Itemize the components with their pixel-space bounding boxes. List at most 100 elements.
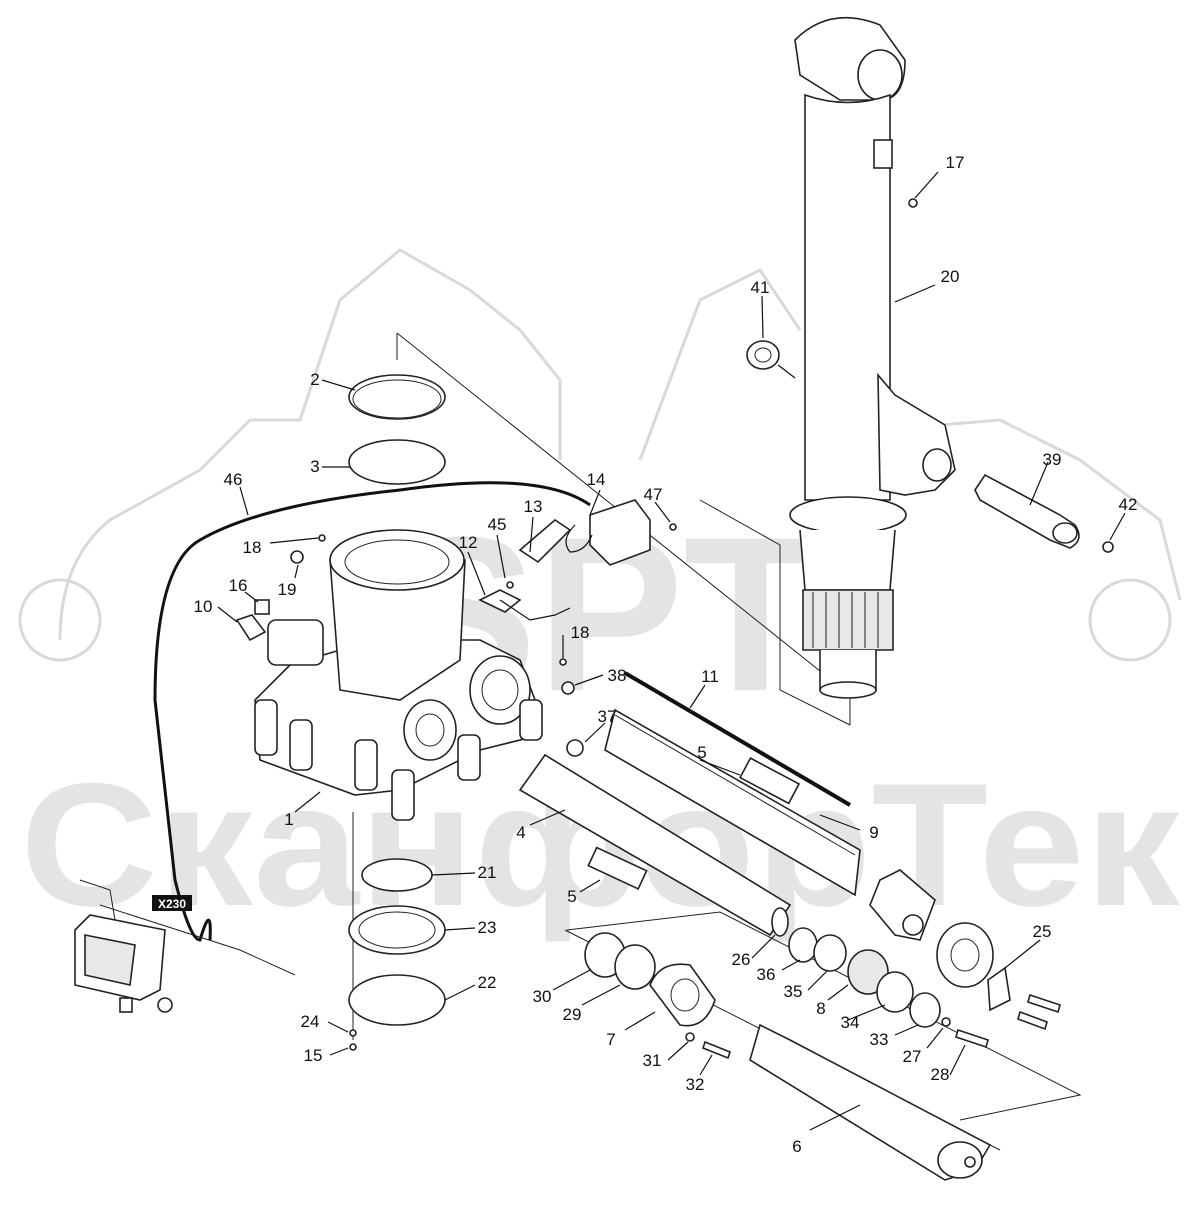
controller-nut <box>157 997 173 1013</box>
leader-36 <box>781 959 801 971</box>
callout-22: 22 <box>478 973 497 992</box>
column-shaft-face <box>819 681 877 699</box>
callout-11: 11 <box>701 667 719 686</box>
leader-5a <box>699 759 741 776</box>
leader-14 <box>589 489 601 516</box>
part-15-screw <box>349 1043 357 1051</box>
leader-1 <box>294 791 321 813</box>
callout-1: 1 <box>284 810 293 829</box>
part-25-flange <box>936 922 1061 1031</box>
part-3-ring <box>348 439 446 485</box>
callout-13: 13 <box>524 497 543 516</box>
callout-14: 14 <box>587 470 606 489</box>
leader-35 <box>807 969 829 991</box>
callout-46: 46 <box>224 470 243 489</box>
leader-6 <box>809 1104 861 1131</box>
flange-plate <box>987 966 1011 1012</box>
flange-bolt <box>1017 1010 1048 1031</box>
flange-bore <box>950 938 980 972</box>
leader-26 <box>751 934 776 959</box>
leader-10 <box>217 606 238 623</box>
callout-36: 36 <box>757 965 776 984</box>
leader-19 <box>294 564 299 579</box>
callout-38: 38 <box>608 666 627 685</box>
part-24-washer <box>349 1029 357 1037</box>
callout-30: 30 <box>533 987 552 1006</box>
shim-hole <box>754 347 772 363</box>
pin-eye <box>1052 522 1078 544</box>
callout-21: 21 <box>478 863 497 882</box>
leader-37 <box>584 722 606 743</box>
rack-teeth-line <box>614 714 856 856</box>
axis-line <box>699 499 851 726</box>
part-34-ring <box>876 971 914 1013</box>
leader-23 <box>444 927 476 931</box>
part-14-sensor-box <box>589 499 651 566</box>
callout-5b: 5 <box>567 887 576 906</box>
callout-4: 4 <box>516 823 525 842</box>
part-47-screw <box>669 523 677 531</box>
part-housing <box>254 529 543 821</box>
leader-24 <box>327 1021 349 1033</box>
housing-leg <box>391 769 415 821</box>
leader-9 <box>819 814 861 831</box>
part-2-ring-inner <box>352 379 442 419</box>
leader-12 <box>467 551 486 596</box>
connector-tag-bg <box>152 895 192 911</box>
callout-15: 15 <box>304 1046 323 1065</box>
sensor-wire <box>565 524 593 553</box>
leader-20 <box>894 284 936 303</box>
controller-screen <box>84 934 136 986</box>
controller-bracket <box>79 879 116 921</box>
part-46-harness <box>153 481 591 942</box>
leader-17 <box>914 171 939 199</box>
leader-27 <box>926 1027 944 1049</box>
housing-leg <box>354 739 378 791</box>
leader-46 <box>239 486 249 516</box>
watermark-machine-outline <box>58 248 562 641</box>
callout-6: 6 <box>792 1137 801 1156</box>
callout-26: 26 <box>732 950 751 969</box>
leader-38 <box>574 674 604 686</box>
leader-7 <box>624 1011 656 1031</box>
watermark-company: СканфорТек <box>20 748 1180 943</box>
part-11-rod <box>623 671 852 807</box>
callout-27: 27 <box>903 1047 922 1066</box>
callout-25: 25 <box>1033 922 1052 941</box>
part-19-plug <box>290 550 304 564</box>
callout-34: 34 <box>841 1013 860 1032</box>
housing-front-bore <box>415 713 445 747</box>
sensor-assembly <box>478 499 677 621</box>
housing-front-flange <box>403 699 457 761</box>
callout-37: 37 <box>598 707 617 726</box>
part-33-ring <box>909 992 941 1028</box>
callout-42: 42 <box>1119 495 1138 514</box>
part-10-fitting <box>235 614 267 642</box>
part-9-rack <box>604 708 861 897</box>
part-7-gland <box>649 963 716 1027</box>
housing-top-ring <box>329 529 465 591</box>
housing-side-flange <box>469 655 531 725</box>
leader-28 <box>949 1044 966 1076</box>
callout-29: 29 <box>563 1005 582 1024</box>
controller-unit <box>74 879 296 1013</box>
leader-47 <box>654 501 671 523</box>
part-26-seal <box>771 907 789 937</box>
watermark-wheel <box>18 578 102 662</box>
callout-18a: 18 <box>243 538 262 557</box>
part-21-snap-ring <box>361 858 433 892</box>
leader-18a <box>269 537 319 544</box>
callouts: 1 2 3 4 5 5 6 7 8 9 10 11 12 13 14 15 16… <box>194 153 1138 1156</box>
leader-16 <box>244 591 259 603</box>
cylinder-end-port <box>964 1156 976 1168</box>
spline-teeth <box>812 592 879 648</box>
part-42-bolt <box>1102 541 1114 553</box>
shim-washer <box>746 340 780 370</box>
sensor-wire <box>499 599 571 621</box>
leader-11 <box>689 684 706 709</box>
callout-39: 39 <box>1043 450 1062 469</box>
callout-8: 8 <box>816 999 825 1018</box>
callout-20: 20 <box>941 267 960 286</box>
leader-31 <box>667 1041 689 1061</box>
